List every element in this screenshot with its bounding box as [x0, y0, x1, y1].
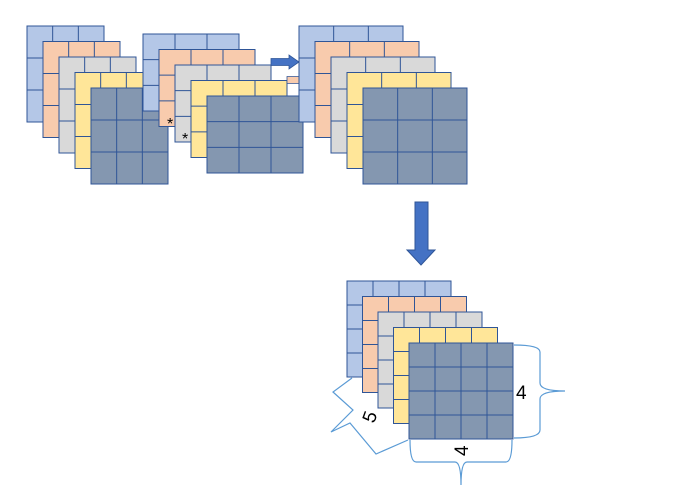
width-bracket-icon: [409, 439, 513, 486]
output-stack: [298, 25, 468, 185]
multiply-sign-2: *: [182, 131, 188, 148]
stack-b-layer-slate: [206, 95, 304, 174]
right-arrow-icon-blue: [270, 54, 300, 70]
result-stack: [346, 280, 514, 440]
height-label: 4: [516, 383, 527, 404]
down-arrow-icon: [405, 201, 437, 266]
stack-c-layer-slate: [362, 87, 468, 185]
dimension-brackets: [330, 344, 566, 486]
multiply-sign-1: *: [167, 116, 173, 133]
depth-bracket-icon: [330, 377, 409, 455]
stack-d-layer-slate: [408, 342, 514, 440]
width-label: 4: [452, 445, 473, 456]
input-stack-b: [142, 33, 304, 174]
height-bracket-icon: [513, 344, 566, 439]
depth-label: 5: [359, 409, 382, 426]
input-stack-a: [26, 25, 169, 185]
